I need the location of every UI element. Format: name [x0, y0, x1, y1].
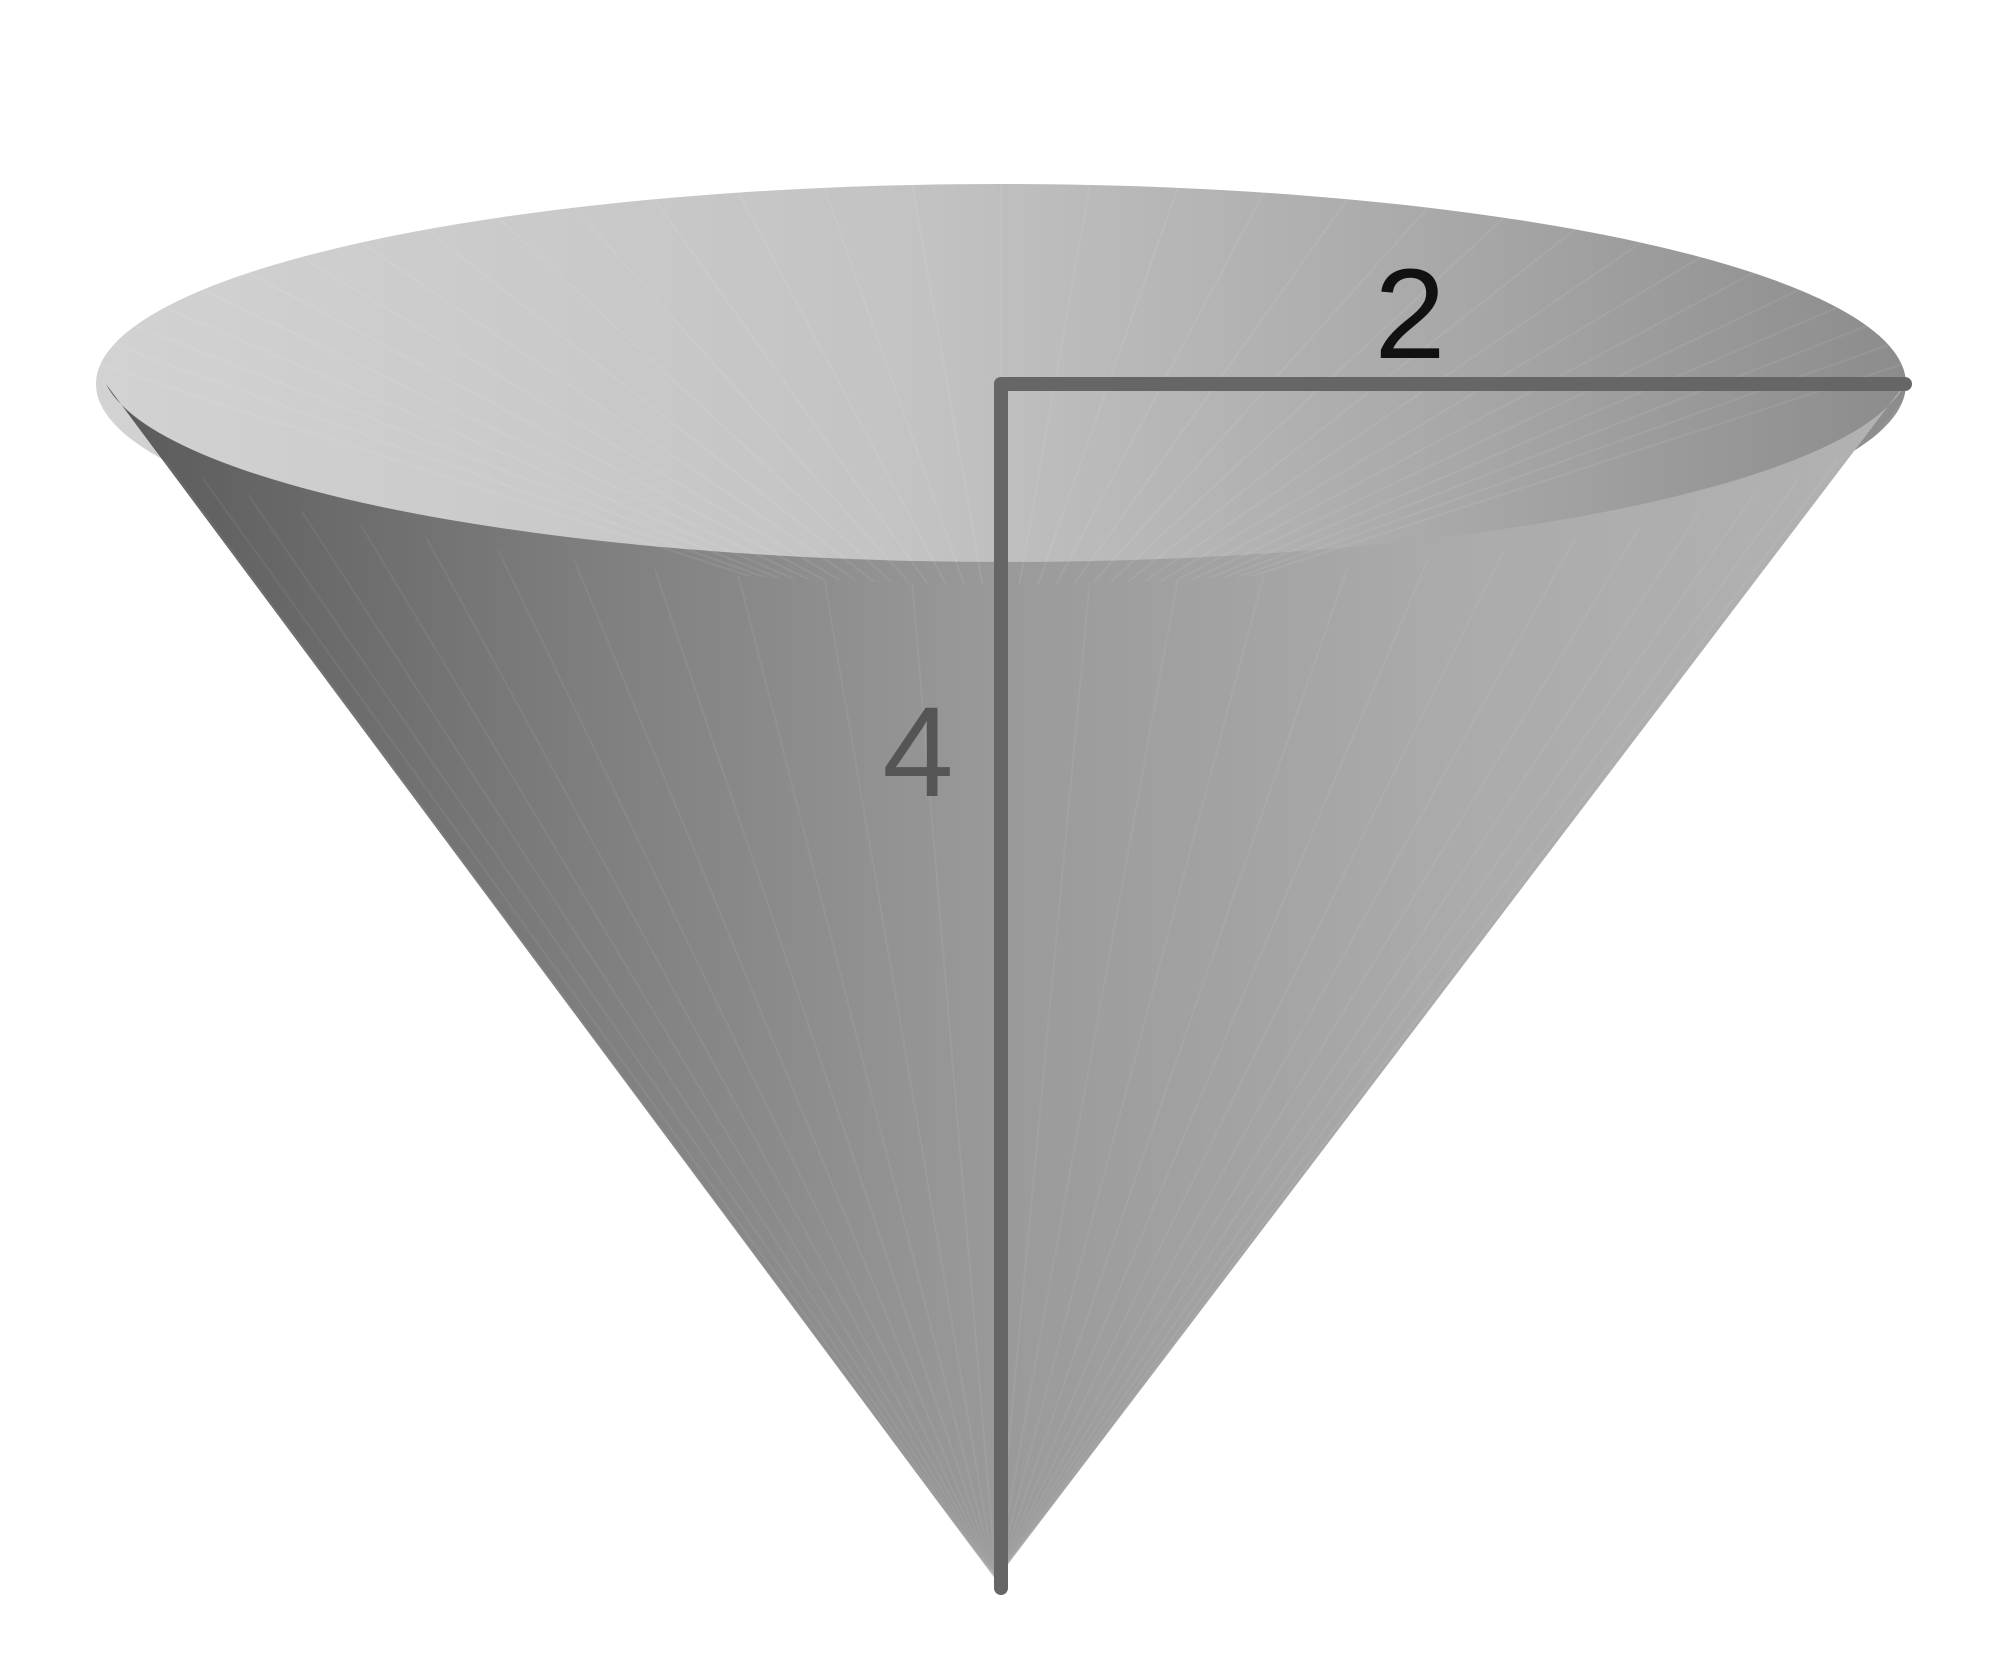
- facet-line: [995, 579, 1179, 1581]
- facet-line: [653, 198, 950, 584]
- facet-line: [113, 344, 869, 584]
- facet-line: [1105, 256, 1702, 584]
- facet-line: [300, 510, 997, 1581]
- facet-line: [1064, 206, 1429, 584]
- facet-line: [425, 538, 997, 1581]
- facet-line: [164, 459, 997, 1581]
- facet-line: [911, 184, 989, 584]
- facet-line: [995, 582, 1091, 1581]
- facet-line: [100, 363, 867, 584]
- facet-line: [134, 441, 997, 1581]
- facet-line: [1026, 187, 1179, 584]
- facet-line: [1135, 363, 1902, 584]
- facet-line: [995, 494, 1755, 1581]
- facet-line: [995, 575, 1265, 1581]
- facet-line: [248, 272, 889, 584]
- facet-line: [995, 559, 1429, 1581]
- facet-line: [995, 568, 1349, 1581]
- facet-line: [300, 256, 897, 584]
- facet-line: [360, 241, 906, 584]
- radius-label: 2: [1374, 243, 1445, 386]
- facet-line: [995, 459, 1838, 1581]
- facet-line: [1113, 272, 1754, 584]
- facet-line: [995, 441, 1868, 1581]
- facet-line: [737, 575, 997, 1581]
- cone-facets-outer: [99, 402, 1903, 1581]
- facet-line: [995, 477, 1800, 1581]
- facet-line: [1075, 216, 1505, 584]
- facet-line: [995, 538, 1576, 1581]
- facet-line: [737, 192, 963, 584]
- facet-line: [1096, 241, 1642, 584]
- cone-facets-inner: [100, 184, 1902, 584]
- facet-line: [1086, 228, 1576, 584]
- facet-line: [1052, 198, 1349, 584]
- facet-line: [360, 524, 997, 1581]
- facet-line: [995, 402, 1903, 1581]
- facet-line: [1120, 288, 1800, 584]
- facet-line: [426, 228, 916, 584]
- facet-line: [573, 560, 997, 1581]
- facet-line: [202, 477, 997, 1581]
- facet-line: [497, 216, 927, 584]
- facet-line: [1013, 184, 1091, 584]
- facet-line: [134, 325, 872, 584]
- facet-line: [1130, 325, 1868, 584]
- facet-line: [247, 494, 997, 1581]
- facet-line: [99, 402, 997, 1581]
- height-label: 4: [882, 681, 953, 824]
- facet-line: [112, 422, 997, 1581]
- facet-line: [653, 568, 997, 1581]
- facet-line: [823, 187, 976, 584]
- facet-line: [823, 579, 997, 1581]
- facet-line: [911, 582, 997, 1581]
- facet-line: [995, 549, 1505, 1581]
- facet-line: [995, 422, 1890, 1581]
- facet-line: [497, 549, 997, 1581]
- facet-line: [1039, 192, 1265, 584]
- facet-line: [995, 524, 1642, 1581]
- facet-line: [1126, 306, 1838, 584]
- facet-line: [202, 288, 882, 584]
- facet-line: [164, 306, 876, 584]
- facet-line: [573, 206, 938, 584]
- facet-line: [995, 510, 1702, 1581]
